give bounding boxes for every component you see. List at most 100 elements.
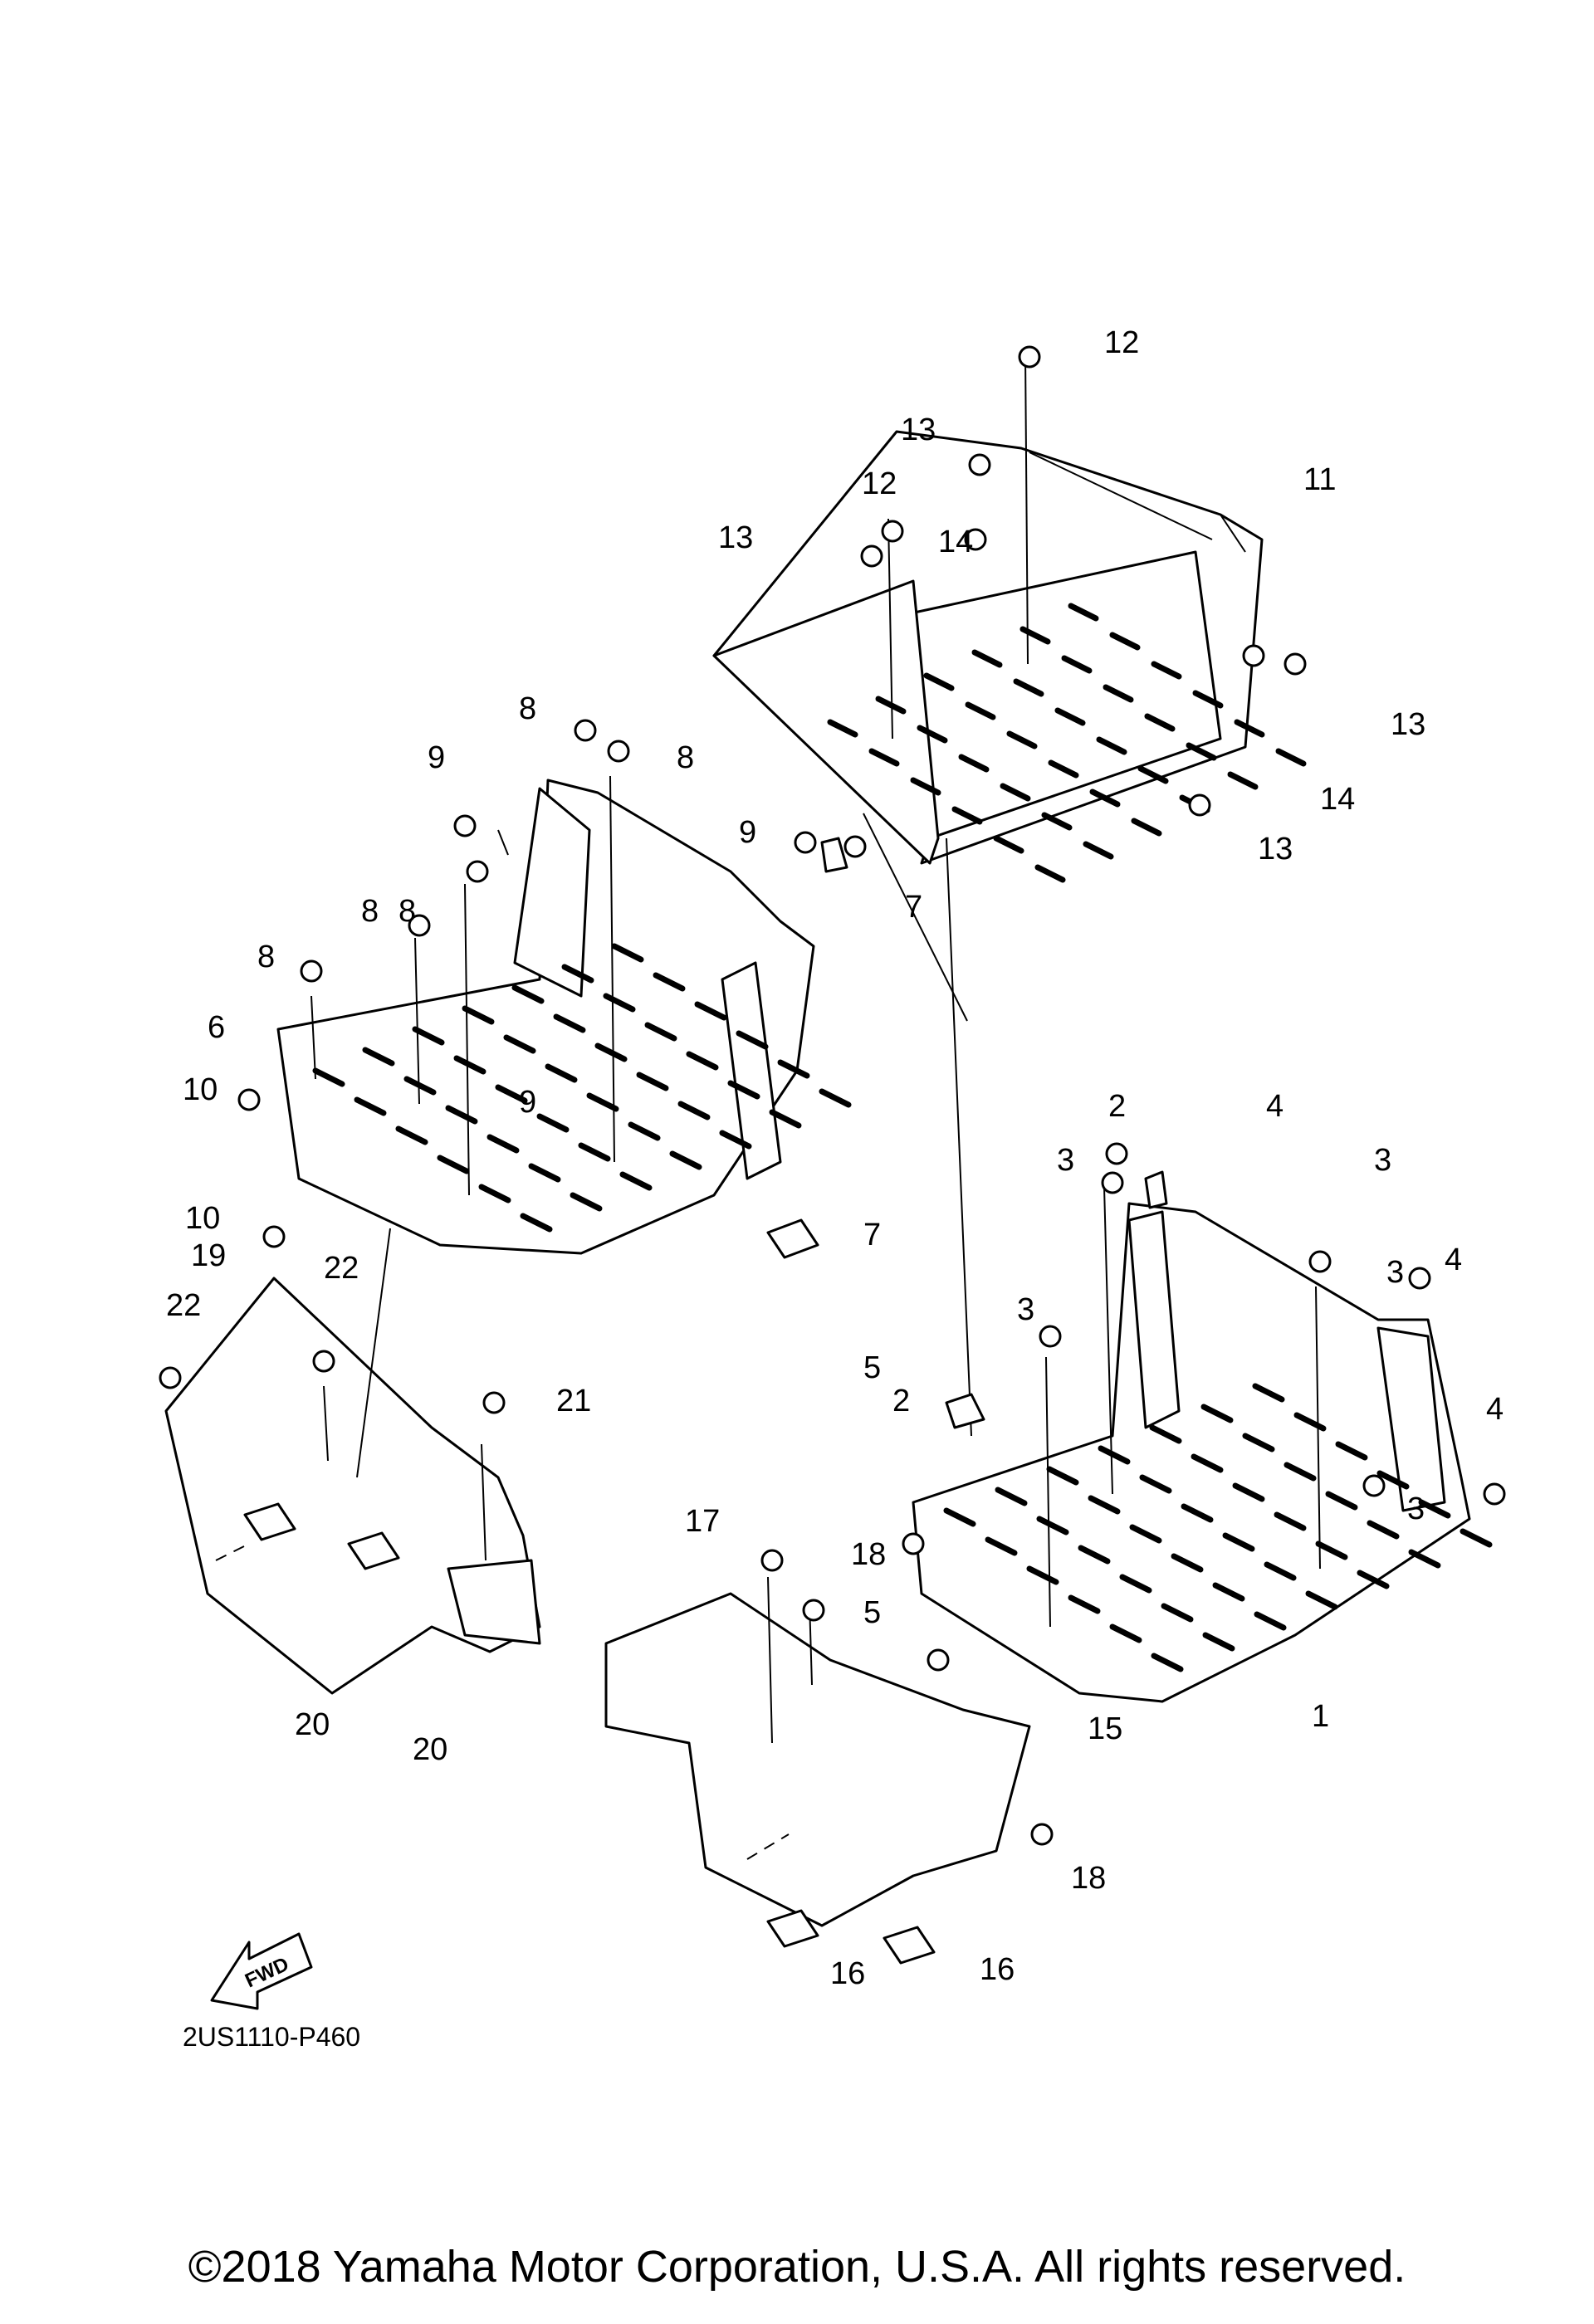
bolt-icon: [902, 1532, 925, 1555]
floor-slot: [578, 1142, 611, 1162]
floor-slot: [362, 1047, 395, 1067]
floor-slot: [1006, 730, 1038, 749]
floor-slot: [1325, 1491, 1358, 1511]
callout-14: 14: [1320, 782, 1355, 817]
callout-4: 4: [1486, 1392, 1504, 1427]
fwd-arrow-icon: FWD: [210, 1932, 313, 2010]
callout-18: 18: [1071, 1861, 1106, 1896]
bolt-icon: [312, 1350, 335, 1373]
floor-slot: [1357, 1570, 1390, 1589]
callout-7: 7: [863, 1218, 881, 1252]
floor-slot: [694, 1001, 727, 1021]
floor-slot: [1109, 632, 1141, 651]
part-15-side-guard-rear: [604, 1592, 1031, 1927]
floor-slot: [769, 1109, 802, 1129]
floor-slot: [1408, 1549, 1441, 1569]
callout-3: 3: [1057, 1143, 1074, 1178]
callout-13: 13: [1258, 832, 1293, 867]
floor-slot: [1284, 1462, 1317, 1482]
callout-21: 21: [556, 1384, 591, 1418]
floor-slot: [965, 701, 996, 720]
callout-14: 14: [938, 525, 973, 559]
floor-slot: [868, 748, 900, 767]
callout-16: 16: [980, 1952, 1015, 1987]
floor-slot: [951, 806, 983, 825]
floor-slot: [1098, 1445, 1131, 1465]
floor-slot: [603, 993, 636, 1013]
callout-4: 4: [1266, 1089, 1284, 1124]
floor-slot: [1013, 678, 1044, 697]
callout-5: 5: [863, 1350, 881, 1385]
floor-slot: [1151, 1653, 1184, 1672]
floor-slot: [1083, 841, 1114, 860]
bolt-icon: [1018, 345, 1041, 369]
floor-slot: [985, 1536, 1018, 1556]
callout-4: 4: [1445, 1243, 1462, 1277]
floor-slot: [1275, 748, 1307, 767]
floor-slot: [1119, 1574, 1152, 1594]
floor-slot: [1234, 719, 1265, 738]
copyright-notice: ©2018 Yamaha Motor Corporation, U.S.A. A…: [188, 2242, 1406, 2292]
floor-slot: [1131, 818, 1162, 837]
bolt-icon: [968, 453, 991, 476]
floor-slot: [553, 1013, 586, 1033]
floor-slot: [1335, 1441, 1368, 1461]
floor-slot: [520, 1213, 553, 1233]
bolt-icon: [1242, 644, 1265, 667]
bolt-icon: [1030, 1823, 1054, 1846]
callout-6: 6: [208, 1010, 225, 1045]
floor-slot: [1293, 1412, 1327, 1432]
floor-slot: [1418, 1499, 1451, 1519]
floor-slot: [1036, 1516, 1069, 1536]
floor-slot: [1252, 1383, 1285, 1403]
bolt-icon: [574, 719, 597, 742]
floor-slot: [1460, 1528, 1493, 1548]
callout-18: 18: [851, 1537, 886, 1572]
floor-slot: [1161, 1603, 1194, 1623]
callout-12: 12: [1104, 325, 1139, 360]
floor-slot-pattern: [312, 603, 1493, 1672]
floor-slot: [1103, 684, 1134, 703]
bolt-icon: [1483, 1482, 1506, 1506]
floor-slot: [1367, 1520, 1400, 1540]
floor-slot: [312, 1067, 345, 1087]
floor-slot: [1054, 707, 1086, 726]
floor-slot: [503, 1034, 536, 1054]
floor-slot: [875, 696, 907, 715]
floor-slot: [1315, 1540, 1348, 1560]
floor-slot: [1264, 1561, 1297, 1581]
floor-slot: [511, 984, 545, 1004]
floor-slot: [586, 1092, 619, 1112]
floor-slot: [354, 1096, 387, 1116]
callout-11: 11: [1303, 462, 1336, 497]
callout-1: 1: [1312, 1699, 1329, 1734]
floor-slot: [1212, 1582, 1245, 1602]
callout-22: 22: [324, 1251, 359, 1286]
callout-3: 3: [1407, 1492, 1425, 1526]
floor-slot: [1149, 1424, 1182, 1444]
floor-slot: [1096, 736, 1127, 755]
floor-slot: [1181, 1503, 1214, 1523]
bolt-icon: [1039, 1325, 1062, 1348]
bolt-icon: [1408, 1267, 1431, 1290]
callout-15: 15: [1088, 1711, 1122, 1746]
callout-20: 20: [295, 1707, 330, 1742]
callout-13: 13: [718, 520, 753, 555]
floor-slot: [727, 1080, 760, 1100]
floor-slot: [536, 1113, 570, 1133]
callout-13: 13: [1391, 707, 1425, 742]
callout-16: 16: [830, 1956, 865, 1991]
callout-8: 8: [677, 740, 694, 775]
floor-slot: [1061, 655, 1093, 674]
floor-slot: [1186, 742, 1217, 761]
floor-slot: [1034, 864, 1066, 883]
floor-slot: [1227, 771, 1259, 790]
part-11-footboard-rear: [712, 430, 1264, 865]
floor-slot: [1046, 1466, 1079, 1486]
bolt-icon: [453, 814, 477, 837]
bolt-icon: [927, 1648, 950, 1672]
floor-slot: [1088, 1495, 1121, 1515]
part-19-side-guard-front: [164, 1277, 541, 1695]
floor-slot: [487, 1134, 520, 1154]
floor-slot: [819, 1088, 852, 1108]
